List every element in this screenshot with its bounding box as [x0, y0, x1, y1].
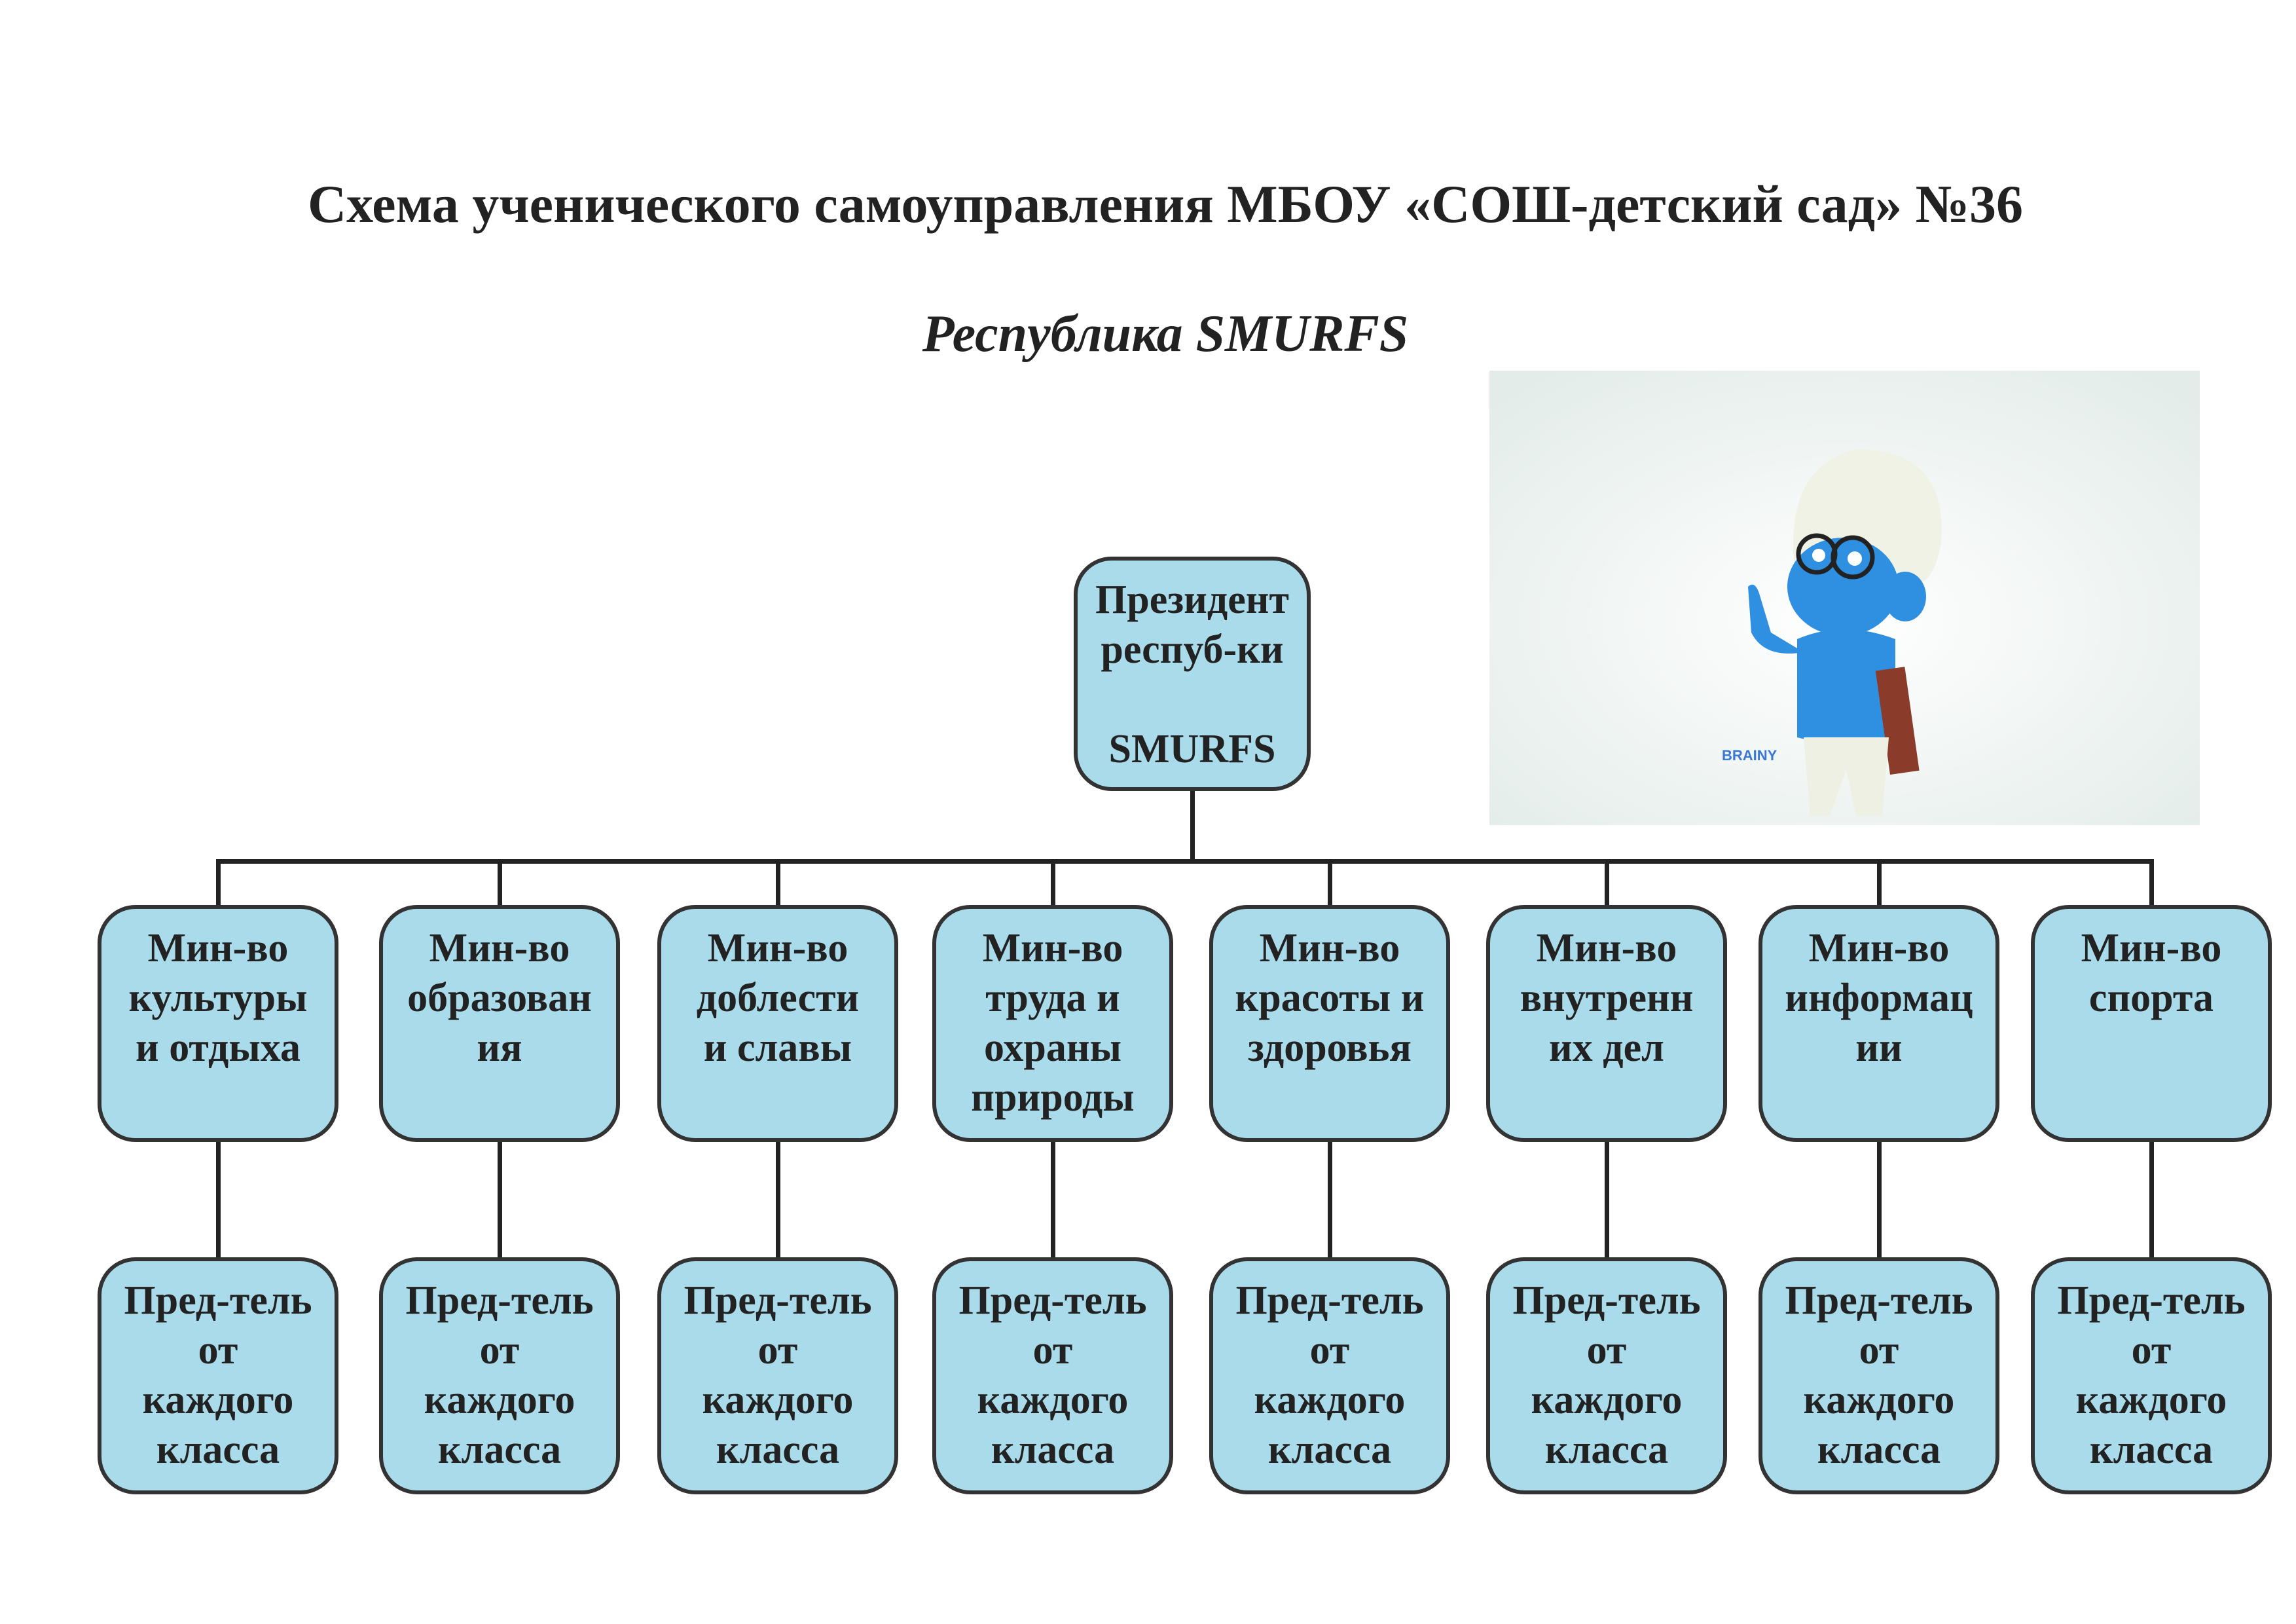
representative-box: Пред-тель от каждого класса: [1486, 1257, 1727, 1494]
connector-down: [1328, 861, 1332, 908]
ministry-box: Мин-во красоты и здоровья: [1209, 905, 1450, 1142]
connector-down: [1328, 1142, 1332, 1260]
representative-box: Пред-тель от каждого класса: [1209, 1257, 1450, 1494]
connector-down: [216, 1142, 221, 1260]
representative-box: Пред-тель от каждого класса: [98, 1257, 338, 1494]
ministry-box: Мин-во образован ия: [379, 905, 620, 1142]
connector-down: [776, 861, 780, 908]
connector-down: [216, 861, 221, 908]
page-title: Схема ученического самоуправления МБОУ «…: [307, 174, 2024, 234]
connector-down: [1605, 1142, 1609, 1260]
connector-down: [1877, 1142, 1882, 1260]
connector-down: [776, 1142, 780, 1260]
ministry-box: Мин-во внутренн их дел: [1486, 905, 1727, 1142]
brainy-smurf-image: BRAINY: [1489, 371, 2200, 825]
connector-horizontal: [216, 859, 2154, 864]
ministry-box: Мин-во культуры и отдыха: [98, 905, 338, 1142]
connector-down: [1877, 861, 1882, 908]
connector-down: [1051, 861, 1055, 908]
connector-president: [1190, 791, 1195, 863]
representative-box: Пред-тель от каждого класса: [1758, 1257, 1999, 1494]
page-subtitle: Республика SMURFS: [922, 305, 1409, 363]
representative-box: Пред-тель от каждого класса: [2031, 1257, 2272, 1494]
representative-box: Пред-тель от каждого класса: [657, 1257, 898, 1494]
ministry-box: Мин-во информац ии: [1758, 905, 1999, 1142]
president-box: Президент респуб-ки SMURFS: [1074, 557, 1311, 791]
connector-down: [2149, 861, 2154, 908]
connector-down: [498, 1142, 502, 1260]
brainy-caption: BRAINY: [1722, 747, 1777, 764]
ministry-box: Мин-во спорта: [2031, 905, 2272, 1142]
ministry-box: Мин-во труда и охраны природы: [932, 905, 1173, 1142]
connector-down: [1605, 861, 1609, 908]
ministry-box: Мин-во доблести и славы: [657, 905, 898, 1142]
representative-box: Пред-тель от каждого класса: [932, 1257, 1173, 1494]
connector-down: [2149, 1142, 2154, 1260]
connector-down: [498, 861, 502, 908]
representative-box: Пред-тель от каждого класса: [379, 1257, 620, 1494]
connector-down: [1051, 1142, 1055, 1260]
